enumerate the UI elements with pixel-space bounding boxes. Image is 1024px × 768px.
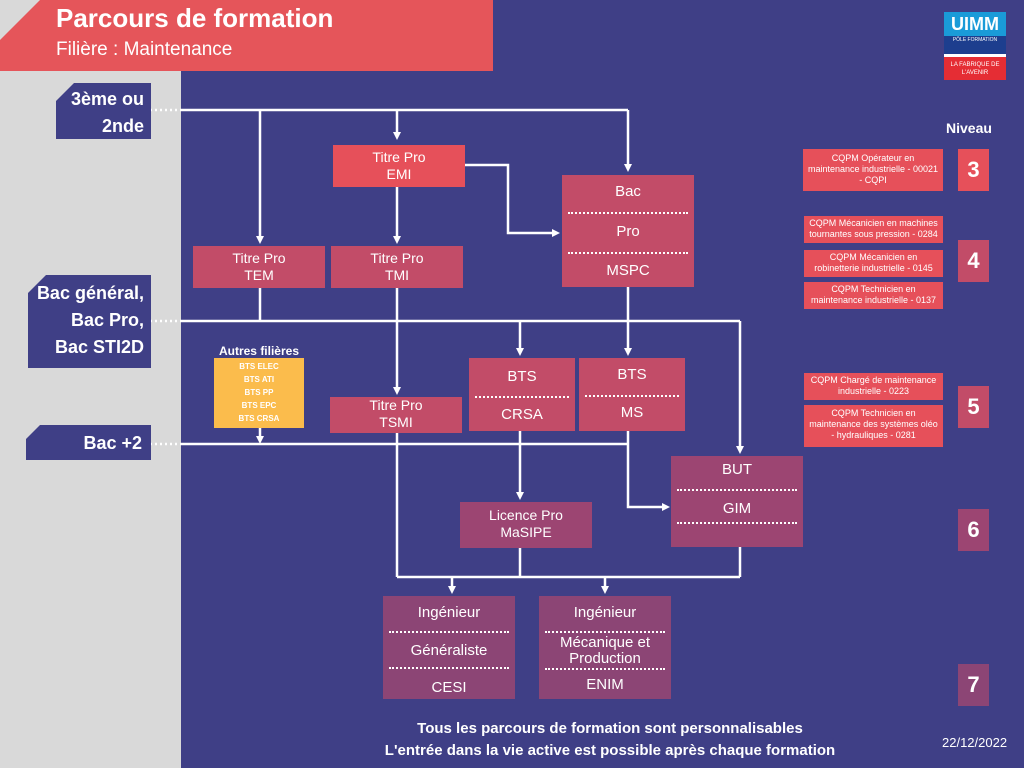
niveau-title: Niveau [946,120,992,136]
box-label: TSMI [379,414,413,430]
box-label: Titre Pro [372,149,426,165]
entry-3eme: 3ème ou 2nde [56,83,151,139]
entry-bac-line1: Bac général, [36,283,144,303]
box-label: Titre Pro [370,250,424,266]
entry-corner [56,83,74,101]
box-label: TEM [244,267,274,283]
level-5-badge: 5 [958,386,989,428]
box-label: Généraliste [410,642,488,659]
box-label: GIM [722,500,752,517]
page-subtitle: Filière : Maintenance [56,39,233,60]
dotted-divider [568,252,688,254]
entry-corner [28,275,46,293]
box-label: CESI [431,679,467,696]
entry-3eme-line1: 3ème ou [70,89,144,109]
entry-corner [26,425,40,439]
box-titre-pro-tem: Titre Pro TEM [193,246,325,288]
box-label: Ingénieur [573,604,637,621]
logo-uimm-text: UIMM [944,12,1006,36]
autres-item: BTS CRSA [238,414,280,423]
box-label: Ingénieur [417,604,481,621]
box-label: Bac [615,183,641,200]
header-corner [0,0,40,40]
entry-bac-line2: Bac Pro, [70,310,144,330]
entry-3eme-line2: 2nde [101,116,144,136]
logo-fabrique-text: LA FABRIQUE DE L'AVENIR [944,57,1006,80]
level-3-badge: 3 [958,149,989,191]
cqpm-technicien-oleo-box: CQPM Technicien en maintenance des systè… [804,405,943,447]
box-label: Production [569,650,641,667]
level-4-badge: 4 [958,240,989,282]
box-label: Licence Pro [489,507,563,523]
box-licence-pro-masipe: Licence Pro MaSIPE [460,502,592,548]
dotted-divider [545,631,665,633]
box-label: EMI [386,166,412,182]
footer-line2: L'entrée dans la vie active est possible… [384,742,836,759]
dotted-divider [677,489,797,491]
footer-text: Tous les parcours de formation sont pers… [330,718,890,762]
box-label: BTS [617,366,647,383]
autres-item: BTS EPC [241,401,277,410]
box-label: BTS [507,368,537,385]
cqpm-charge-maintenance-box: CQPM Chargé de maintenance industrielle … [804,373,943,400]
box-ingenieur-enim: Ingénieur Mécanique et Production ENIM [539,596,671,699]
box-titre-pro-tmi: Titre Pro TMI [331,246,463,288]
box-label: Titre Pro [232,250,286,266]
dotted-divider [475,396,569,398]
box-label: MaSIPE [500,524,552,540]
dotted-divider [585,395,679,397]
cqpm-technicien-maintenance-box: CQPM Technicien en maintenance industrie… [804,282,943,309]
box-label: MS [620,404,644,421]
box-but-gim: BUT GIM [671,456,803,547]
dotted-divider [545,668,665,670]
entry-bac: Bac général, Bac Pro, Bac STI2D [28,275,151,368]
box-ingenieur-cesi: Ingénieur Généraliste CESI [383,596,515,699]
level-6-badge: 6 [958,509,989,551]
entry-bac2: Bac +2 [26,425,151,460]
box-bac-pro-mspc: Bac Pro MSPC [562,175,694,287]
cqpm-mecanicien-machines-box: CQPM Mécanicien en machines tournantes s… [804,216,943,243]
autres-filieres-label: Autres filières [218,344,300,358]
box-label: Titre Pro [369,397,423,413]
cqpm-mecanicien-robinetterie-box: CQPM Mécanicien en robinetterie industri… [804,250,943,277]
dotted-divider [677,522,797,524]
autres-filieres-box: BTS ELEC BTS ATI BTS PP BTS EPC BTS CRSA [214,358,304,428]
dotted-divider [389,667,509,669]
box-label: TMI [384,267,410,283]
box-titre-pro-tsmi: Titre Pro TSMI [330,397,462,433]
box-label: CRSA [501,406,543,423]
entry-bac-line3: Bac STI2D [54,337,144,357]
autres-item: BTS ATI [243,375,275,384]
header-banner [0,0,493,71]
box-titre-pro-emi: Titre Pro EMI [333,145,465,187]
dotted-divider [389,631,509,633]
entry-bac2-label: Bac +2 [83,433,142,453]
cqpm-operateur-box: CQPM Opérateur en maintenance industriel… [803,149,943,191]
box-label: Mécanique et [559,634,651,651]
level-7-badge: 7 [958,664,989,706]
footer-line1: Tous les parcours de formation sont pers… [417,720,803,737]
box-label: MSPC [606,262,650,279]
footer-date: 22/12/2022 [942,735,1008,750]
box-label: Pro [616,223,640,240]
autres-item: BTS PP [244,388,274,397]
box-bts-ms: BTS MS [579,358,685,431]
box-label: BUT [722,461,752,478]
box-bts-crsa: BTS CRSA [469,358,575,431]
autres-item: BTS ELEC [239,362,279,371]
logo-pole-text: PÔLE FORMATION [944,36,1006,54]
box-label: ENIM [586,676,624,693]
uimm-logo: UIMM PÔLE FORMATION LA FABRIQUE DE L'AVE… [944,12,1006,80]
dotted-divider [568,212,688,214]
page-title: Parcours de formation [56,3,334,33]
